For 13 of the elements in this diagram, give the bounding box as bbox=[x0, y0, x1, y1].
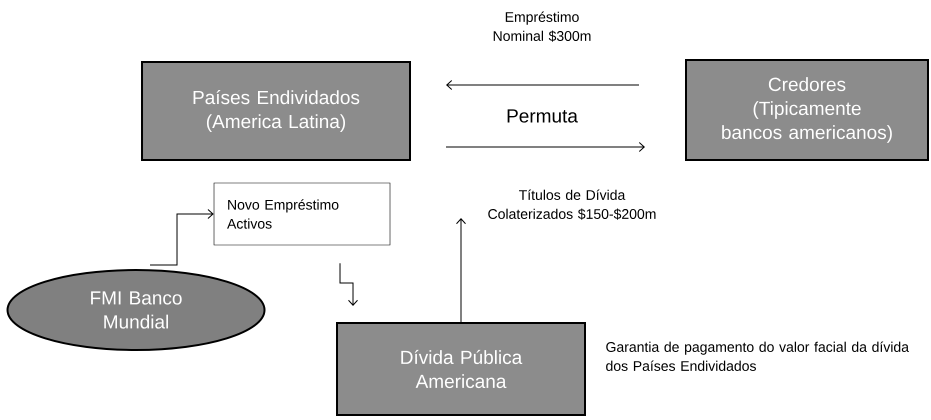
exchange-label: Permuta bbox=[508, 109, 578, 123]
edge-label: Empréstimo Nominal $300m bbox=[494, 12, 590, 42]
arrow bbox=[446, 142, 645, 152]
arrow bbox=[150, 209, 214, 266]
arrow bbox=[456, 218, 466, 322]
process-box: Países Endividados (America Latina) bbox=[141, 61, 411, 161]
arrow bbox=[340, 262, 358, 306]
edge-label: Títulos de Dívida Colaterizados $150-$200m bbox=[488, 190, 656, 220]
arrow bbox=[446, 80, 640, 90]
text-box: Novo Empréstimo Activos bbox=[214, 182, 390, 246]
process-box: Credores (Tipicamente bancos americanos) bbox=[685, 59, 929, 161]
process-box: Dívida Pública Americana bbox=[336, 322, 586, 416]
note-text: Garantia de pagamento do valor facial da dívida dos Países Endividados bbox=[606, 342, 909, 371]
